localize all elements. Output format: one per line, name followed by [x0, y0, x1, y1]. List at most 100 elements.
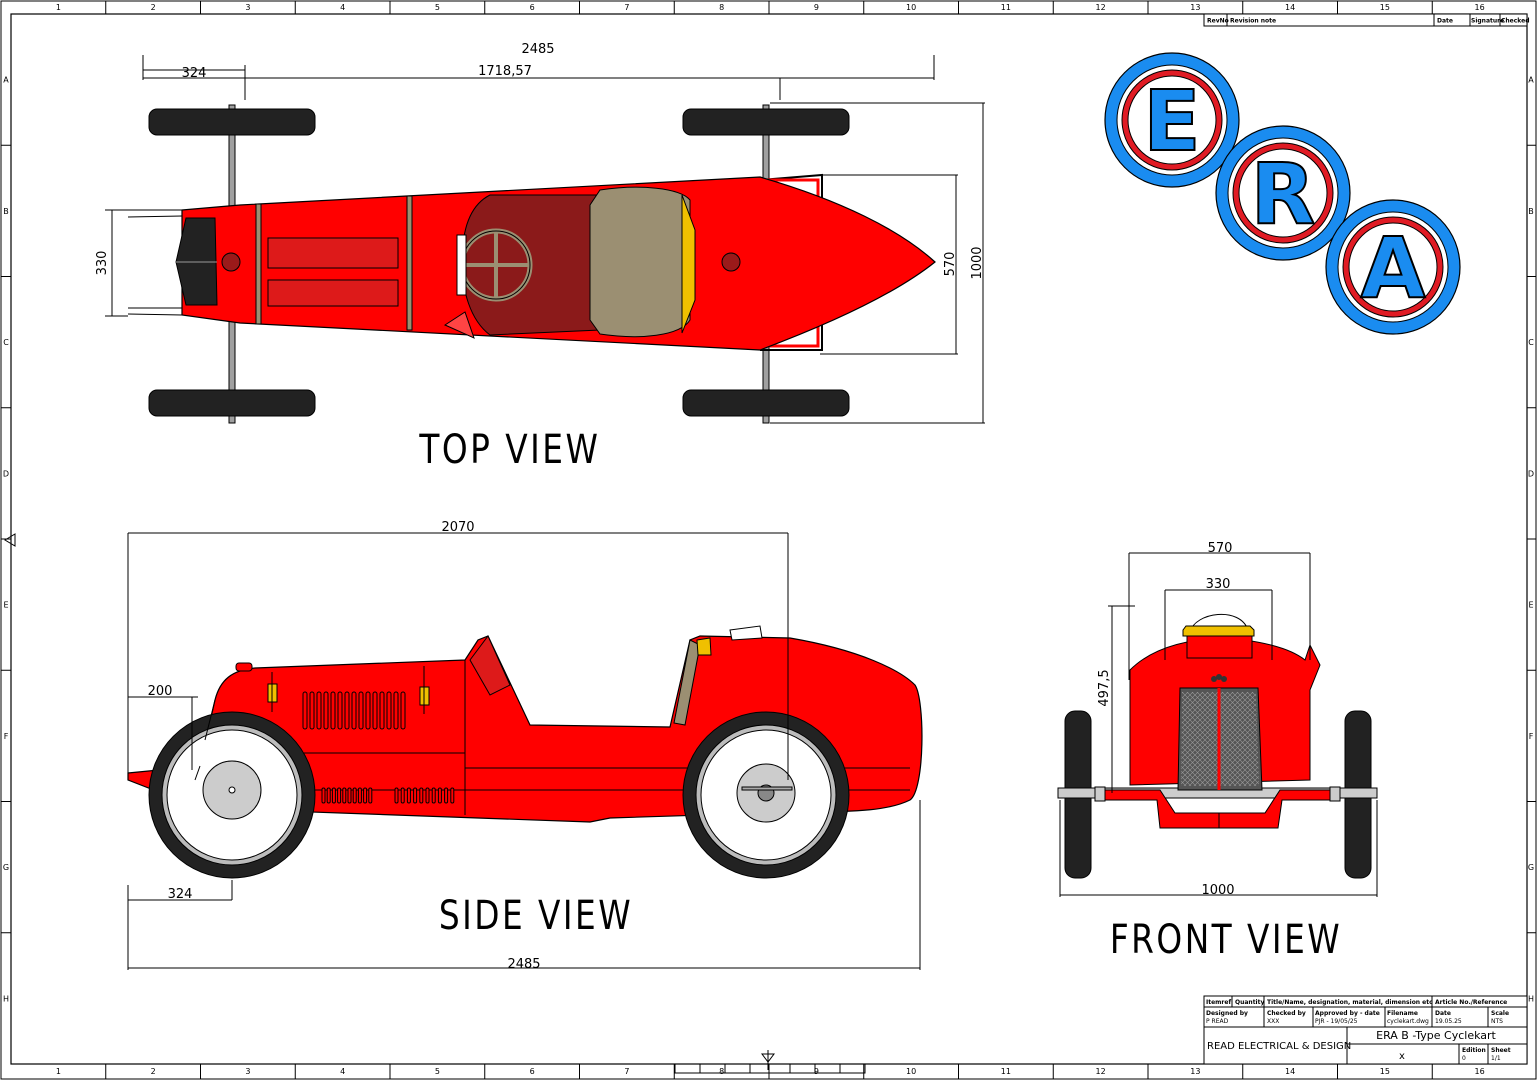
grid-col-label: 12 [1096, 1067, 1106, 1076]
radiator-cap [235, 662, 253, 672]
louvre [363, 787, 368, 804]
grid-col-label: 9 [814, 1067, 819, 1076]
louvre [302, 691, 308, 730]
louvre [425, 787, 430, 804]
grid-col-label: 8 [719, 3, 724, 12]
grid-col-label: 11 [1001, 3, 1011, 12]
louvre [400, 691, 406, 730]
front-view: 570 330 497,5 1000 FRONT VIEW [1057, 541, 1378, 963]
grid-row-label: B [1528, 207, 1534, 216]
grid-col-label: 1 [56, 3, 61, 12]
tb-checked-value: XXX [1267, 1018, 1279, 1025]
grid-col-label: 16 [1475, 1067, 1485, 1076]
louvres-upper [302, 691, 406, 730]
grid-col-label: 5 [435, 3, 440, 12]
grid-col-label: 10 [906, 3, 916, 12]
top-view-dimension-lines [105, 55, 985, 424]
dim-side-front-overhang: 324 [168, 887, 193, 902]
grid-col-label: 4 [340, 1067, 345, 1076]
dim-front-height: 497,5 [1097, 669, 1112, 706]
rev-header-revno: RevNo [1207, 18, 1229, 25]
wheel-front-left [148, 108, 316, 136]
center-mark-left [4, 533, 16, 547]
side-cowl [469, 635, 511, 696]
louvre [386, 691, 392, 730]
louvre [337, 691, 343, 730]
grid-col-label: 13 [1190, 3, 1200, 12]
tb-drawing-title: ERA B -Type Cyclekart [1376, 1029, 1496, 1042]
tb-designed-label: Designed by [1206, 1010, 1248, 1017]
grid-col-label: 13 [1190, 1067, 1200, 1076]
louvre [431, 787, 436, 804]
grid-col-label: 15 [1380, 1067, 1390, 1076]
tb-drawing-sub: x [1399, 1051, 1405, 1062]
front-view-title: FRONT VIEW [1110, 916, 1342, 963]
grid-row-label: C [1528, 338, 1534, 347]
grid-row-label: E [1528, 601, 1533, 610]
grid-col-label: 6 [530, 1067, 535, 1076]
tb-designed-value: P READ [1206, 1018, 1229, 1025]
top-gear-lever [443, 311, 475, 339]
scale-bar-ticks [699, 1064, 841, 1073]
grid-row-label: A [1528, 76, 1534, 85]
dim-side-height: 200 [148, 684, 173, 699]
top-view: 2485 324 1718,57 330 570 1000 TOP VIEW [95, 42, 985, 473]
louvre [400, 787, 405, 804]
grid-col-label: 11 [1001, 1067, 1011, 1076]
wheel-front-right [148, 389, 316, 417]
louvre [330, 691, 336, 730]
dim-top-front-overhang: 324 [182, 66, 207, 81]
dim-front-width-330: 330 [1206, 577, 1231, 592]
logo-disc-r: R [1215, 125, 1351, 261]
dim-top-overall-length: 2485 [521, 42, 554, 57]
louvre [323, 691, 329, 730]
grid-labels: 1122334455667788991010111112121313141415… [3, 3, 1534, 1076]
grid-row-label: D [1528, 469, 1534, 478]
tb-edition-label: Edition [1462, 1047, 1486, 1054]
grid-row-label: B [3, 207, 9, 216]
grid-col-label: 6 [530, 3, 535, 12]
side-front-wheel [148, 711, 316, 879]
top-view-title: TOP VIEW [419, 426, 601, 473]
grid-col-label: 2 [151, 1067, 156, 1076]
logo-disc-e: E [1104, 52, 1240, 188]
dim-side-overall-length: 2485 [507, 957, 540, 972]
hood-panel-1 [267, 237, 399, 269]
tb-header-quantity: Quantity [1235, 999, 1264, 1006]
louvre [337, 787, 342, 804]
grid-row-label: E [3, 601, 8, 610]
side-view: 2070 200 324 2485 SIDE VIEW [127, 520, 923, 972]
side-rear-wheel [682, 711, 850, 879]
louvre [352, 787, 357, 804]
wheel-rear-left [682, 108, 850, 136]
tb-checked-label: Checked by [1267, 1010, 1306, 1017]
louvre [358, 691, 364, 730]
grid-row-label: F [4, 732, 9, 741]
title-block: Itemref Quantity Title/Name, designation… [1203, 995, 1528, 1065]
tb-sheet-label: Sheet [1491, 1047, 1511, 1054]
grid-col-label: 7 [624, 3, 629, 12]
wheel-rear-right [682, 389, 850, 417]
louvre [419, 787, 424, 804]
tb-company: READ ELECTRICAL & DESIGN [1207, 1041, 1351, 1052]
grid-row-label: F [1529, 732, 1534, 741]
grid-row-label: D [3, 469, 9, 478]
scale-bar [674, 1063, 866, 1074]
grid-col-label: 14 [1285, 3, 1295, 12]
revision-table: RevNo Revision note Date Signature Check… [1203, 13, 1530, 27]
grid-col-label: 9 [814, 3, 819, 12]
louvre [406, 787, 411, 804]
dim-top-nose-width: 330 [95, 251, 110, 276]
louvres-lower [321, 787, 455, 804]
tb-date-label: Date [1435, 1010, 1451, 1017]
tb-scale-value: NTS [1491, 1018, 1503, 1025]
dim-front-track: 1000 [1201, 883, 1234, 898]
grid-col-label: 7 [624, 1067, 629, 1076]
rev-header-checked: Checked [1501, 18, 1530, 25]
tb-scale-label: Scale [1491, 1010, 1509, 1017]
grid-row-label: H [3, 994, 9, 1003]
louvre [342, 787, 347, 804]
louvre [393, 691, 399, 730]
logo-letter-r: R [1251, 145, 1316, 243]
hood-panel-2 [267, 279, 399, 307]
